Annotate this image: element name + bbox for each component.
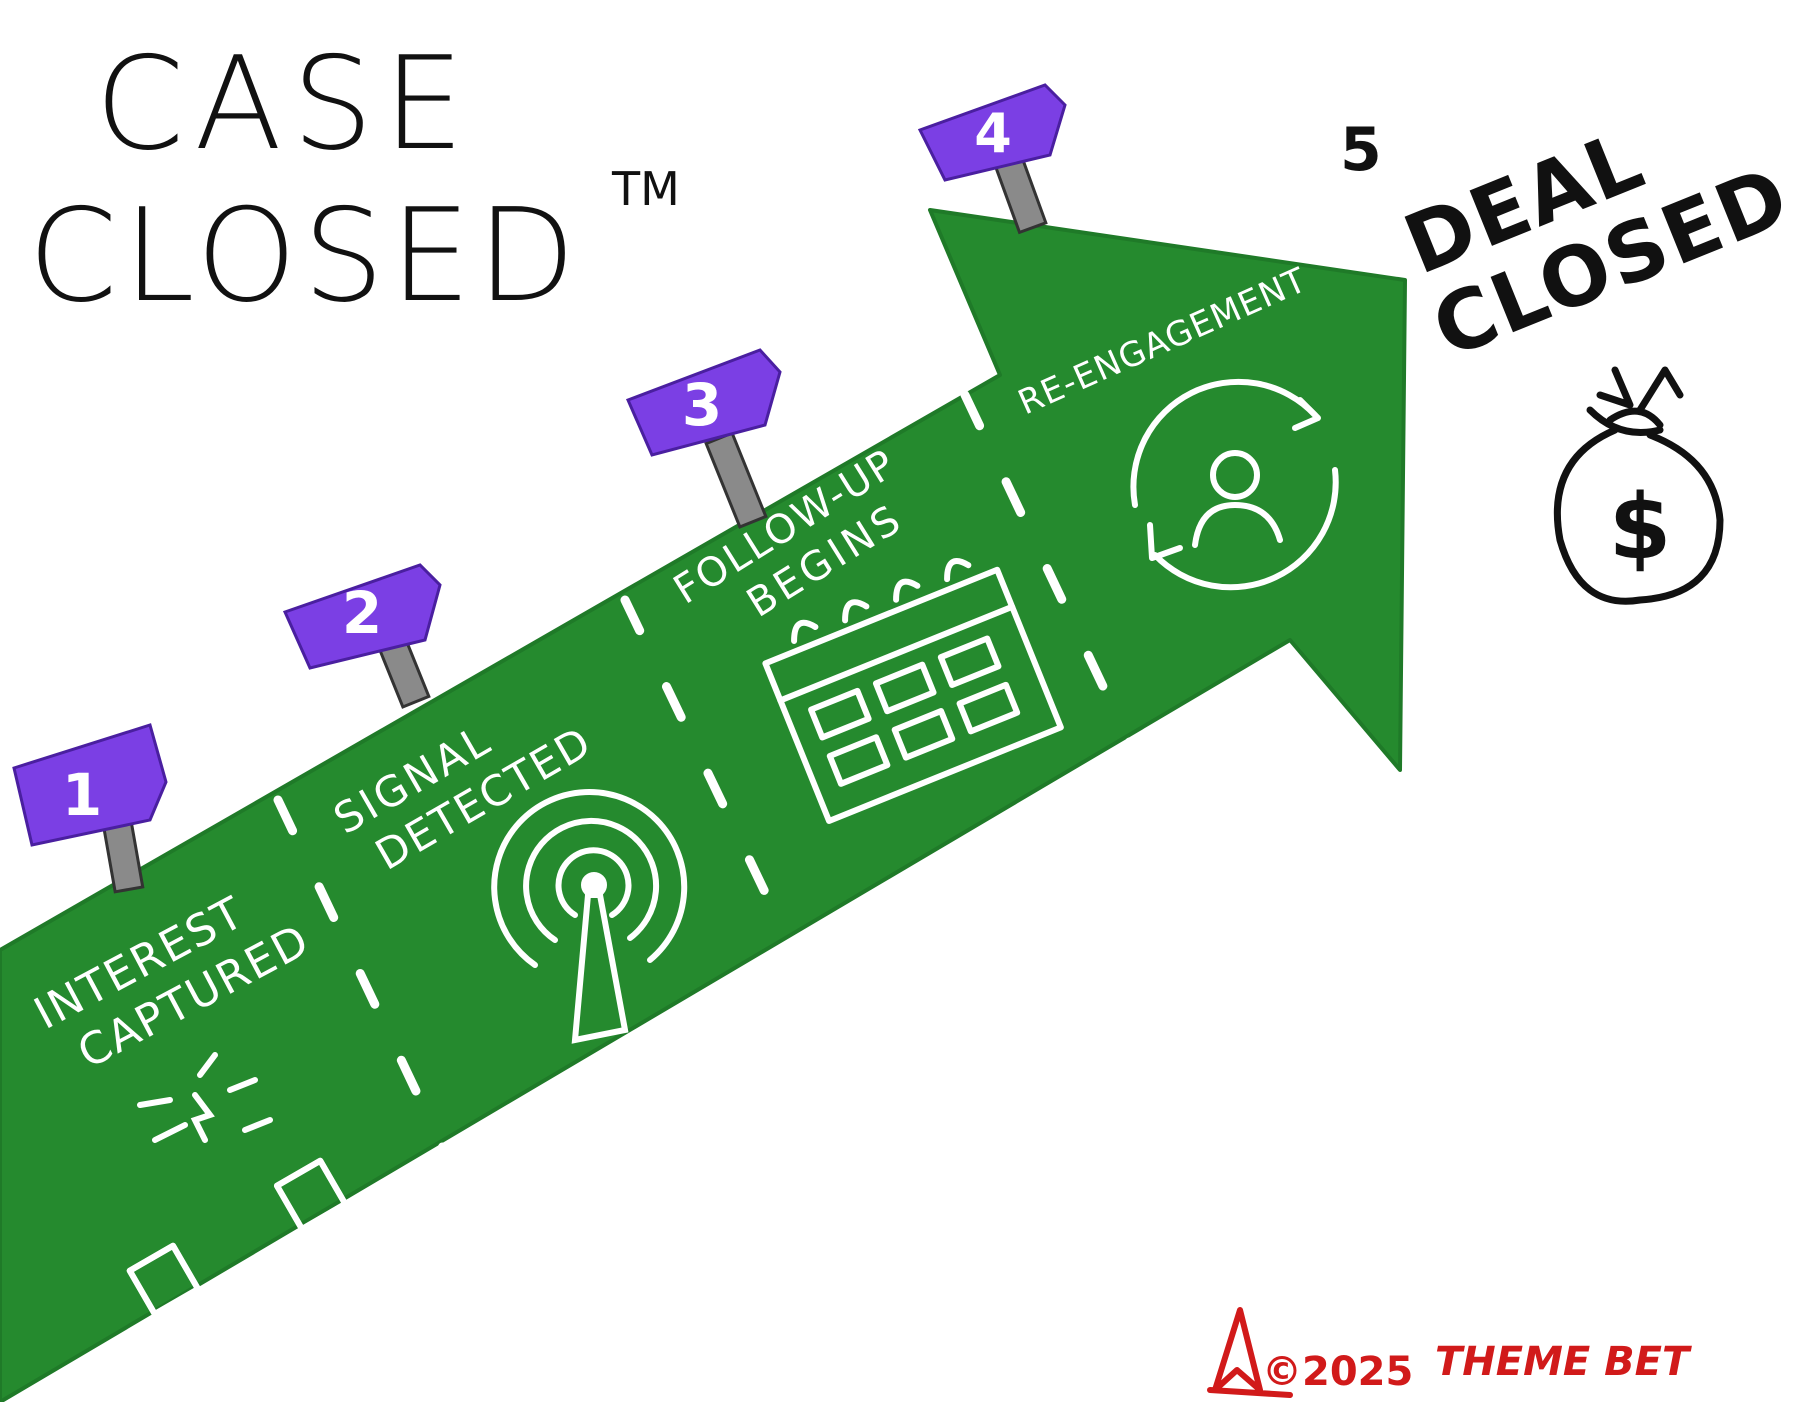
money-bag-icon-symbol: $ xyxy=(1609,475,1672,580)
calendar-icon-ring-2 xyxy=(842,599,870,624)
calendar-icon-cell-5 xyxy=(891,708,956,761)
signpost-1: 1 xyxy=(12,723,168,894)
goal-label: DEAL CLOSED xyxy=(1392,113,1803,377)
person-cycle-icon-arc-top xyxy=(1130,378,1318,508)
title-line-1: CASE xyxy=(95,30,474,179)
title-line-2: CLOSED xyxy=(28,182,582,331)
magnet-icon xyxy=(126,1157,381,1396)
signal-antenna-inner-arc xyxy=(555,847,632,918)
calendar-icon-frame xyxy=(762,566,1064,825)
magnet-icon-fill xyxy=(154,1204,378,1393)
money-bag-icon-knot xyxy=(1586,406,1664,436)
money-bag-icon-tie xyxy=(1596,366,1684,414)
footer-brand: THEME BET xyxy=(1435,1339,1692,1385)
signpost-3-sign xyxy=(625,348,782,457)
signpost-3-post xyxy=(704,431,768,529)
goal-number: 5 xyxy=(1340,115,1382,185)
person-cycle-icon-arrow-top xyxy=(1292,397,1321,431)
signpost-4-sign xyxy=(917,83,1067,182)
magnet-spark-icon xyxy=(137,1052,273,1143)
footer: ©2025 THEME BET xyxy=(1207,1307,1692,1398)
person-cycle-icon-arc-bottom xyxy=(1152,467,1339,591)
calendar-icon-cell-6 xyxy=(956,681,1021,735)
signpost-1-number: 1 xyxy=(62,761,102,829)
signpost-4-number: 4 xyxy=(974,102,1012,165)
signal-antenna-middle-arc xyxy=(523,817,660,943)
person-cycle-icon-arrow-bottom xyxy=(1147,522,1183,561)
signpost-2-number: 2 xyxy=(342,579,382,647)
footer-copyright: ©2025 xyxy=(1262,1349,1413,1395)
money-bag-icon-body xyxy=(1553,426,1724,605)
calendar-icon-ring-4 xyxy=(944,558,972,583)
money-bag-icon: $ xyxy=(1553,366,1724,605)
calendar-icon-cell-2 xyxy=(872,661,937,715)
calendar-icon-cell-1 xyxy=(808,687,872,741)
signpost-2: 2 xyxy=(282,563,442,709)
divider-1 xyxy=(273,795,520,1305)
trademark-mark: TM xyxy=(611,162,680,216)
person-cycle-icon-body xyxy=(1192,502,1283,548)
calendar-icon-header xyxy=(777,603,1016,704)
calendar-icon xyxy=(762,558,1064,825)
title: CASE CLOSED TM xyxy=(28,30,680,331)
paper-plane-icon xyxy=(1207,1307,1293,1398)
money-bag-icon-neck xyxy=(1606,407,1664,429)
signpost-1-sign xyxy=(12,723,168,847)
signpost-3: 3 xyxy=(625,348,782,529)
signpost-3-number: 3 xyxy=(682,371,722,439)
calendar-icon-cell-3 xyxy=(937,635,1002,689)
signal-antenna-icon xyxy=(491,788,688,1044)
calendar-icon-cell-4 xyxy=(826,734,891,787)
signal-antenna-mast xyxy=(571,892,629,1044)
signpost-4: 4 xyxy=(917,83,1067,235)
goal: 5 DEAL CLOSED $ xyxy=(1340,113,1803,605)
signpost-2-sign xyxy=(282,563,442,670)
signal-antenna-outer-arc xyxy=(491,788,688,968)
progress-arrow xyxy=(0,208,1407,1402)
calendar-icon-ring-3 xyxy=(893,578,921,603)
stage-dividers xyxy=(273,390,1195,1305)
calendar-icon-ring-1 xyxy=(791,619,819,644)
person-cycle-icon-head xyxy=(1210,450,1260,500)
person-cycle-icon xyxy=(1130,378,1339,591)
